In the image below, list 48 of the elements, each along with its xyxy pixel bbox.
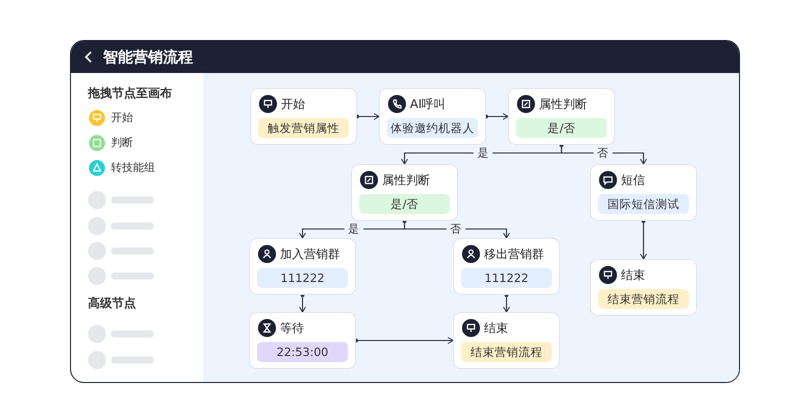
edge-label: 否 bbox=[593, 146, 612, 160]
palette-item: 开始 bbox=[111, 111, 133, 125]
arrow bbox=[354, 337, 454, 344]
node-title: 属性判断 bbox=[539, 96, 587, 112]
node-title: 结束 bbox=[484, 320, 508, 336]
node-card bbox=[453, 312, 560, 369]
value-tag: 触发营销属性 bbox=[258, 118, 349, 138]
node-card bbox=[249, 312, 356, 369]
value-tag: 是/否 bbox=[359, 194, 450, 214]
node-card bbox=[508, 88, 615, 145]
edge-label: 否 bbox=[446, 222, 465, 236]
arrow bbox=[560, 143, 647, 164]
value-tag: 结束营销流程 bbox=[461, 342, 552, 362]
node-card bbox=[590, 164, 697, 221]
value-tag: 结束营销流程 bbox=[598, 289, 689, 309]
node-card bbox=[379, 88, 486, 145]
value-tag: 22:53:00 bbox=[257, 342, 348, 362]
edge-label: 是 bbox=[344, 222, 363, 236]
node-title: 移出营销群 bbox=[484, 246, 544, 262]
section-heading: 拖拽节点至画布 bbox=[88, 86, 172, 100]
node-title: 加入营销群 bbox=[280, 246, 340, 262]
arrow bbox=[299, 293, 306, 312]
node-title: 结束 bbox=[621, 267, 645, 283]
node-title: 开始 bbox=[281, 96, 305, 112]
value-tag: 是/否 bbox=[516, 118, 607, 138]
node-title: 等待 bbox=[280, 320, 304, 336]
node-title: 属性判断 bbox=[382, 172, 430, 188]
edge-label: 是 bbox=[474, 146, 492, 160]
palette-item: 转技能组 bbox=[111, 161, 155, 175]
node-card bbox=[249, 238, 356, 295]
node-card bbox=[250, 88, 357, 145]
value-tag: 国际短信测试 bbox=[598, 194, 689, 214]
section-heading: 高级节点 bbox=[88, 296, 136, 310]
value-tag: 111222 bbox=[257, 268, 348, 288]
arrow bbox=[355, 113, 380, 120]
node-card bbox=[453, 238, 560, 295]
value-tag: 体验邀约机器人 bbox=[387, 118, 478, 138]
node-title: 短信 bbox=[621, 172, 645, 188]
page-title: 智能营销流程 bbox=[103, 47, 193, 67]
node-card bbox=[351, 164, 458, 221]
arrow bbox=[402, 219, 510, 238]
arrow bbox=[503, 293, 510, 312]
arrow bbox=[640, 219, 647, 260]
node-title: AI呼叫 bbox=[410, 96, 446, 112]
palette-item: 判断 bbox=[111, 136, 133, 150]
node-card bbox=[590, 259, 697, 316]
arrow bbox=[484, 113, 508, 120]
value-tag: 111222 bbox=[461, 268, 552, 288]
